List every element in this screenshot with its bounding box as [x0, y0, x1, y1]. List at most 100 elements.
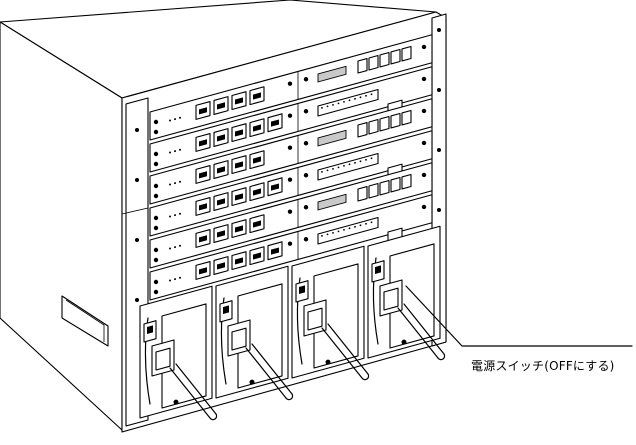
module-row	[149, 98, 433, 205]
port-opening	[199, 171, 207, 179]
port	[357, 121, 368, 138]
connector-pin	[337, 230, 340, 233]
port-opening	[235, 257, 243, 265]
power-cord-end	[361, 373, 370, 381]
thumb-screw	[153, 215, 159, 221]
module-row	[149, 162, 433, 269]
connector-pin	[365, 158, 367, 161]
thumb-screw	[153, 279, 159, 285]
connector-pin	[337, 166, 340, 169]
port-opening	[199, 235, 207, 243]
thumb-screw	[421, 172, 427, 178]
status-led	[174, 182, 176, 185]
status-led	[174, 278, 176, 281]
status-led	[179, 116, 181, 119]
power-cord	[321, 327, 363, 379]
thumb-screw	[303, 237, 309, 242]
port-opening	[235, 129, 243, 137]
connector	[317, 129, 347, 147]
connector-pin	[321, 234, 323, 237]
thumb-screw	[421, 108, 427, 114]
port-opening	[217, 166, 225, 174]
thumb-screw	[153, 129, 159, 135]
power-cord-end	[285, 393, 294, 401]
module-faceplate	[149, 194, 433, 301]
port	[379, 179, 390, 196]
power-cord-end	[209, 413, 218, 421]
callout-leader	[405, 285, 633, 347]
power-unit-inlet-panel	[161, 303, 207, 409]
status-led	[174, 214, 176, 217]
thumb-screw	[153, 257, 159, 263]
serial-connector	[317, 88, 379, 117]
status-led	[169, 151, 171, 154]
thumb-screw	[173, 399, 179, 405]
status-led	[169, 279, 171, 282]
port-opening	[217, 102, 225, 110]
port-opening	[253, 252, 261, 260]
port-opening	[235, 97, 243, 105]
connector-pin	[332, 167, 334, 170]
connector	[317, 65, 347, 83]
thumb-screw	[153, 247, 159, 253]
status-led	[174, 246, 176, 249]
connector-pin	[370, 93, 373, 96]
status-led	[179, 244, 181, 247]
thumb-screw	[303, 173, 309, 178]
power-unit	[139, 285, 218, 421]
power-plug-grip	[155, 347, 171, 371]
serial-connector	[317, 216, 379, 245]
thumb-screw	[153, 119, 159, 125]
port	[368, 118, 379, 135]
thumb-screw	[153, 289, 159, 295]
thumb-screw	[303, 141, 309, 146]
module-row	[149, 34, 433, 141]
status-led	[169, 183, 171, 186]
power-cord	[397, 307, 439, 359]
connector-pin	[348, 99, 351, 102]
serial-connector	[317, 152, 379, 181]
thumb-screw	[421, 204, 427, 210]
module-row	[149, 194, 433, 301]
connector-pin	[354, 97, 356, 100]
connector-pin	[326, 169, 329, 172]
thumb-screw	[287, 177, 293, 182]
status-led	[179, 180, 181, 183]
connector-pin	[343, 100, 345, 103]
connector-pin	[326, 233, 329, 236]
thumb-screw	[303, 77, 309, 82]
port-opening	[217, 262, 225, 270]
connector	[317, 193, 347, 211]
port-opening	[253, 124, 261, 132]
connector-pin	[321, 170, 323, 173]
connector-pin	[337, 102, 340, 105]
power-unit	[367, 225, 446, 361]
power-switch-rocker	[223, 305, 229, 314]
power-cord-end	[437, 353, 446, 361]
port-opening	[253, 92, 261, 100]
module-faceplate	[149, 130, 433, 237]
status-led	[179, 212, 181, 215]
thumb-screw	[153, 151, 159, 157]
thumb-screw	[421, 44, 427, 50]
power-cord	[327, 323, 369, 375]
power-unit	[215, 265, 294, 401]
thumb-screw	[153, 225, 159, 231]
power-cord	[251, 343, 293, 395]
power-unit-inlet-panel	[313, 263, 359, 369]
connector-pin	[348, 163, 351, 166]
connector-pin	[332, 103, 334, 106]
status-led	[174, 118, 176, 121]
power-unit-inlet-panel	[389, 243, 435, 349]
module-row	[149, 66, 433, 173]
power-cord	[245, 347, 287, 399]
status-led	[179, 148, 181, 151]
port-opening	[199, 139, 207, 147]
thumb-screw	[153, 193, 159, 199]
thumb-screw	[287, 241, 293, 246]
power-unit-bay	[139, 225, 446, 421]
port-opening	[199, 203, 207, 211]
thumb-screw	[421, 140, 427, 146]
